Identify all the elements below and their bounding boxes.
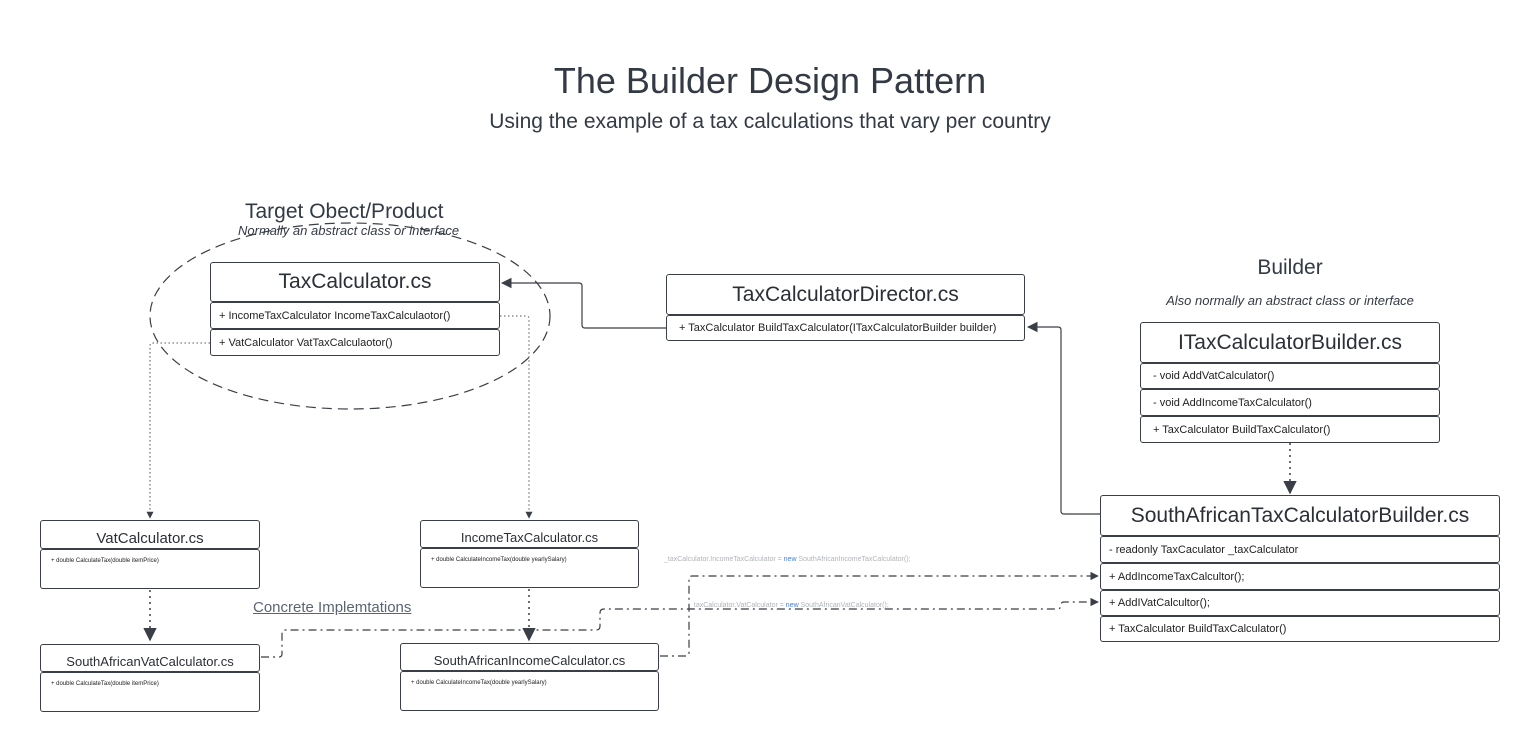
savatcalculator-class-header[interactable]: SouthAfricanVatCalculator.cs: [40, 644, 260, 672]
sabuilder-member-field[interactable]: - readonly TaxCaculator _taxCalculator: [1100, 536, 1500, 563]
product-group-label: Target Obect/Product: [245, 200, 444, 223]
taxcalculator-to-vat-arrow: [146, 342, 210, 519]
sabuilder-member-addincome[interactable]: + AddIncomeTaxCalcultor();: [1100, 563, 1500, 590]
income-assignment-note: _taxCalculator.IncomeTaxCalculator = new…: [664, 556, 911, 563]
vatcalculator-member-calc[interactable]: + double CalculateTax(double itemPrice): [40, 549, 260, 589]
savatcalculator-member-calc[interactable]: + double CalculateTax(double itemPrice): [40, 672, 260, 712]
director-class-header[interactable]: TaxCalculatorDirector.cs: [666, 274, 1025, 315]
builder-group-note: Also normally an abstract class or inter…: [1166, 293, 1414, 308]
diagram-title: The Builder Design Pattern: [553, 60, 987, 101]
sabuilder-to-director-arrow: [1026, 321, 1100, 515]
itaxbuilder-member-addincome[interactable]: - void AddIncomeTaxCalculator(): [1140, 389, 1440, 416]
sabuilder-member-addvat[interactable]: + AddIVatCalcultor();: [1100, 590, 1500, 616]
itaxbuilder-class-header[interactable]: ITaxCalculatorBuilder.cs: [1140, 322, 1440, 363]
vat-assignment-note: _taxCalculator.VatCalculator = new South…: [690, 602, 889, 609]
sabuilder-member-build[interactable]: + TaxCalculator BuildTaxCalculator(): [1100, 616, 1500, 642]
vatcalculator-class-header[interactable]: VatCalculator.cs: [40, 520, 260, 549]
concrete-implementations-label: Concrete Implemtations: [253, 599, 412, 616]
saincomecalculator-class-header[interactable]: SouthAfricanIncomeCalculator.cs: [400, 643, 659, 671]
taxcalculator-member-income[interactable]: + IncomeTaxCalculator IncomeTaxCalculaot…: [210, 302, 500, 329]
incomecalculator-class-header[interactable]: IncomeTaxCalculator.cs: [420, 520, 639, 548]
taxcalculator-member-vat[interactable]: + VatCalculator VatTaxCalculaotor(): [210, 329, 500, 356]
director-to-taxcalculator-arrow: [500, 277, 666, 329]
diagram-subtitle: Using the example of a tax calculations …: [489, 110, 1051, 133]
director-member-build[interactable]: + TaxCalculator BuildTaxCalculator(ITaxC…: [666, 315, 1025, 341]
itaxbuilder-member-addvat[interactable]: - void AddVatCalculator(): [1140, 363, 1440, 389]
itaxbuilder-member-build[interactable]: + TaxCalculator BuildTaxCalculator(): [1140, 416, 1440, 443]
incomecalculator-member-calc[interactable]: + double CalculateIncomeTax(double yearl…: [420, 548, 639, 588]
builder-group-label: Builder: [1257, 256, 1323, 279]
taxcalculator-to-income-arrow: [500, 315, 533, 519]
taxcalculator-class-header[interactable]: TaxCalculator.cs: [210, 262, 500, 302]
saincomecalculator-member-calc[interactable]: + double CalculateIncomeTax(double yearl…: [400, 671, 659, 711]
saincome-to-addincome-arrow: [660, 571, 1099, 657]
sabuilder-class-header[interactable]: SouthAfricanTaxCalculatorBuilder.cs: [1100, 495, 1500, 536]
product-group-note: Normally an abstract class or interface: [238, 223, 460, 238]
